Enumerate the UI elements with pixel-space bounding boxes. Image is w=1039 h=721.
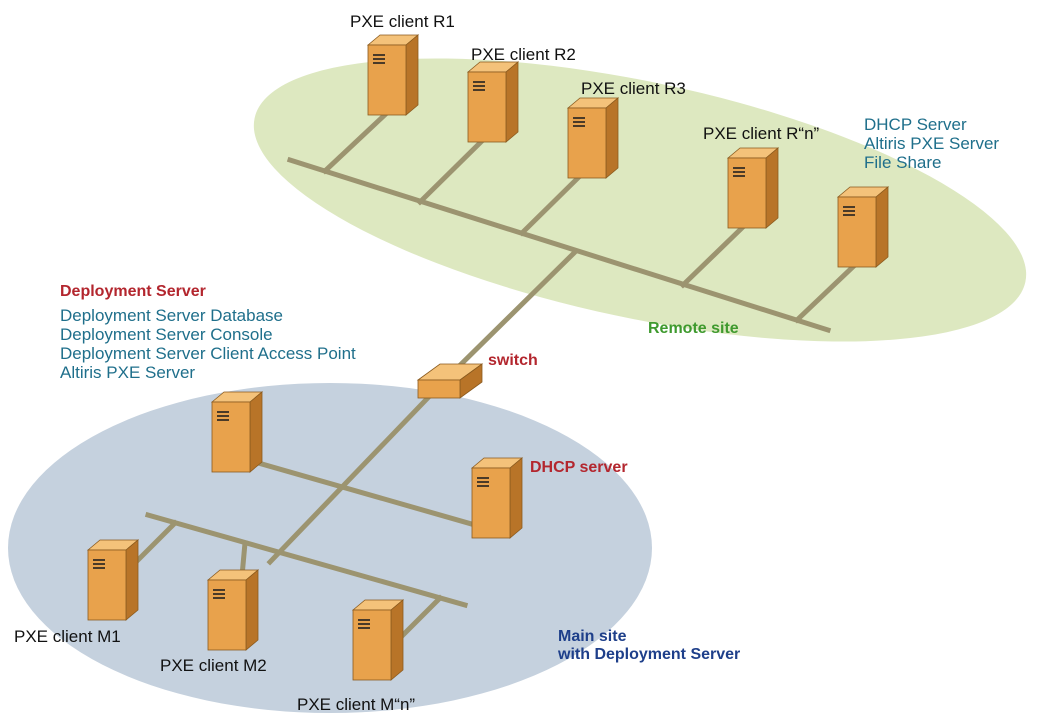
server-tower-icon <box>352 599 404 681</box>
server-tower-icon <box>727 147 779 229</box>
remote-role-fileshare: File Share <box>864 153 942 173</box>
server-tower-icon <box>207 569 259 651</box>
remote-role-pxe: Altiris PXE Server <box>864 134 1000 154</box>
server-tower-icon <box>367 34 419 116</box>
pxe-client-r3-label: PXE client R3 <box>581 79 686 98</box>
pxe-client-rn-label: PXE client R“n” <box>703 124 820 143</box>
server-tower-icon <box>837 186 889 268</box>
ds-component-pxe: Altiris PXE Server <box>60 363 196 383</box>
ds-component-access-point: Deployment Server Client Access Point <box>60 344 356 364</box>
server-tower-icon <box>211 391 263 473</box>
remote-site-area <box>253 58 1027 342</box>
ds-component-console: Deployment Server Console <box>60 325 273 345</box>
pxe-client-mn-label: PXE client M“n” <box>297 695 416 714</box>
deployment-server-title: Deployment Server <box>60 283 206 300</box>
remote-role-dhcp: DHCP Server <box>864 115 967 134</box>
main-site-line-1: Main site <box>558 628 627 645</box>
pxe-client-m2-label: PXE client M2 <box>160 656 267 675</box>
pxe-client-m1-label: PXE client M1 <box>14 627 121 646</box>
main-site-label: Main site with Deployment Server <box>558 628 740 664</box>
network-switch-icon <box>416 363 484 399</box>
server-tower-icon <box>567 97 619 179</box>
main-site-line-2: with Deployment Server <box>558 645 741 663</box>
pxe-client-r2-label: PXE client R2 <box>471 45 576 64</box>
switch-label: switch <box>488 352 538 369</box>
pxe-client-r1-label: PXE client R1 <box>350 12 455 31</box>
remote-server-roles: DHCP Server Altiris PXE Server File Shar… <box>864 115 999 172</box>
dhcp-server-label: DHCP server <box>530 459 628 476</box>
server-tower-icon <box>467 61 519 143</box>
deployment-server-components: Deployment Server Database Deployment Se… <box>60 306 356 382</box>
server-tower-icon <box>471 457 523 539</box>
server-tower-icon <box>87 539 139 621</box>
ds-component-database: Deployment Server Database <box>60 306 284 325</box>
remote-site-label: Remote site <box>648 320 739 337</box>
